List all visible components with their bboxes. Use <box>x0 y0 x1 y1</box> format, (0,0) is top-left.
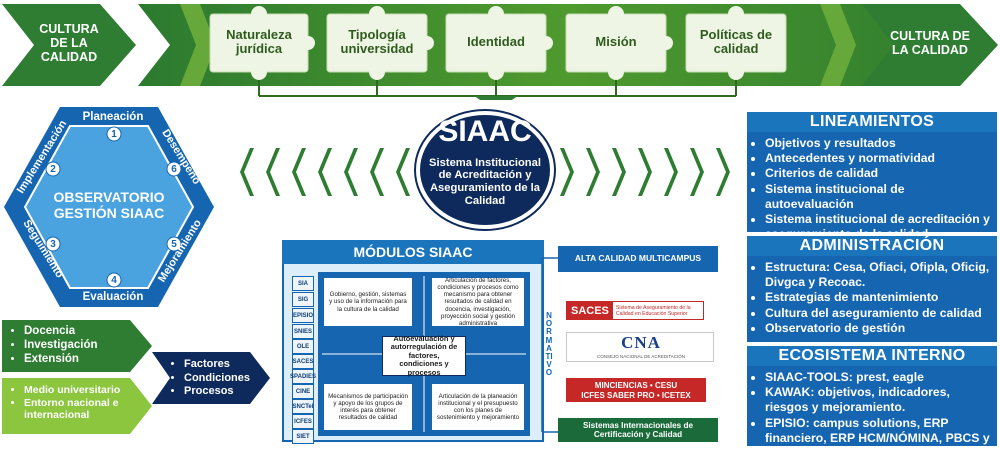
phase-planeacion: Planeación <box>82 111 144 123</box>
piece-naturaleza: Naturaleza jurídica <box>226 27 292 56</box>
medio-list: Medio universitario Entorno nacional e i… <box>10 384 140 436</box>
observatorio-title: OBSERVATORIO GESTIÓN SIAAC <box>53 189 165 221</box>
phase-num-4: 4 <box>111 274 117 286</box>
top-band-graphics <box>2 4 998 100</box>
ecosistema-item: EPISIO: campus solutions, ERP financiero… <box>765 416 991 461</box>
normativo-label: NORMATIVO <box>545 311 553 378</box>
sistemas-internacionales-box: Sistemas Internacionales de Certificació… <box>558 418 718 442</box>
cna-sub: CONSEJO NACIONAL DE ACREDITACIÓN <box>596 353 685 359</box>
administracion-item: Estructura: Cesa, Ofiaci, Ofipla, Oficig… <box>765 260 991 290</box>
quadrant-articulacion: Articulación de factores, condiciones y … <box>432 277 524 327</box>
modulos-title: MÓDULOS SIAAC <box>282 240 544 264</box>
ecosistema-body: SIAAC-TOOLS: prest, eagle KAWAK: objetiv… <box>747 366 997 460</box>
piece-tipologia: Tipología universidad <box>340 27 414 56</box>
siaac-title: SIAAC <box>438 115 532 148</box>
administracion-item: Estrategias de mantenimiento <box>765 290 991 305</box>
lineamientos-item: Antecedentes y normatividad <box>765 151 991 166</box>
siaac-graphics <box>240 109 730 231</box>
factores-list: Factores Condiciones Procesos <box>170 358 260 404</box>
lineamientos-title: LINEAMIENTOS <box>747 112 997 132</box>
observatorio-hexagon <box>4 107 214 307</box>
tag-sia: SIA <box>292 276 314 291</box>
quadrant-gobierno: Gobierno, gestión, sistemas y uso de la … <box>324 278 412 326</box>
administracion-body: Estructura: Cesa, Ofiaci, Ofipla, Oficig… <box>747 256 997 342</box>
tag-saces: SACES <box>292 354 314 369</box>
phase-num-2: 2 <box>50 163 56 175</box>
piece-identidad: Identidad <box>467 34 525 49</box>
funciones-list: Docencia Investigación Extensión <box>10 324 150 370</box>
tag-spadies: SPADIES <box>290 369 316 384</box>
right-chevron <box>862 4 996 86</box>
lineamientos-body: Objetivos y resultados Antecedentes y no… <box>747 132 997 241</box>
funcion-item: Docencia <box>24 324 150 338</box>
funcion-item: Extensión <box>24 352 150 366</box>
phase-num-3: 3 <box>50 238 56 250</box>
quadrant-participacion: Mecanismos de participación y apoyo de l… <box>324 384 412 430</box>
administracion-title: ADMINISTRACIÓN <box>747 236 997 256</box>
saces-logo: SACES <box>567 302 613 319</box>
quadrant-planeacion: Articulación de la planeación institucio… <box>432 384 524 430</box>
ecosistema-item: KAWAK: objetivos, indicadores, riesgos y… <box>765 385 991 415</box>
factor-item: Factores <box>184 358 260 372</box>
left-chevron <box>2 4 136 86</box>
tag-cine: CINE <box>292 384 314 399</box>
ecosistema-title: ECOSISTEMA INTERNO <box>747 346 997 366</box>
factor-item: Condiciones <box>184 372 260 386</box>
tag-ole: OLE <box>292 339 314 354</box>
siaac-subtitle: Sistema Institucional de Acreditación y … <box>429 156 541 207</box>
medio-item: Medio universitario <box>24 384 140 397</box>
external-bracket <box>541 254 566 436</box>
modulos-center: Autoevaluación y autorregulación de fact… <box>382 334 466 377</box>
puzzle-pieces <box>209 6 787 80</box>
cna-logo: CNA <box>621 333 661 352</box>
funcion-item: Investigación <box>24 338 150 352</box>
medio-item: Entorno nacional e internacional <box>24 397 140 422</box>
phase-num-6: 6 <box>171 163 177 175</box>
minciencias-line2: ICFES SABER PRO • ICETEX <box>581 390 691 400</box>
lineamientos-item: Criterios de calidad <box>765 166 991 181</box>
piece-politicas: Políticas de calidad <box>699 27 773 56</box>
left-culture-label: CULTURA DE LA CALIDAD <box>39 22 99 64</box>
phase-num-1: 1 <box>111 128 117 140</box>
module-tags: SIA SIG EPISIO SNIES OLE SACES SPADIES C… <box>290 276 316 444</box>
saces-box: SACES Sistema de Aseguramiento de la Cal… <box>566 301 704 320</box>
down-arrow <box>474 96 518 100</box>
minciencias-box: MINCIENCIAS • CESU ICFES SABER PRO • ICE… <box>566 378 706 402</box>
tag-sig: SIG <box>292 292 314 307</box>
piece-mision: Misión <box>595 34 637 49</box>
tag-episio: EPISIO <box>292 308 314 323</box>
alta-calidad-box: ALTA CALIDAD MULTICAMPUS <box>558 246 718 272</box>
tag-snies: SNIES <box>292 324 314 339</box>
right-culture-label: CULTURA DE LA CALIDAD <box>890 29 970 57</box>
lineamientos-item: Sistema institucional de autoevaluación <box>765 182 991 212</box>
minciencias-line1: MINCIENCIAS • CESU <box>594 380 678 390</box>
cna-box: CNA CONSEJO NACIONAL DE ACREDITACIÓN <box>566 332 714 362</box>
administracion-item: Observatorio de gestión <box>765 321 991 336</box>
tag-siet: SIET <box>292 429 314 444</box>
tag-icfes: ICFES <box>292 414 314 429</box>
administracion-item: Cultura del aseguramiento de calidad <box>765 306 991 321</box>
saces-text: Sistema de Aseguramiento de la Calidad e… <box>615 304 691 317</box>
tag-snctei: SNCTel <box>292 399 314 414</box>
lineamientos-item: Objetivos y resultados <box>765 136 991 151</box>
factor-item: Procesos <box>184 385 260 399</box>
phase-evaluacion: Evaluación <box>82 291 144 303</box>
ecosistema-item: SIAAC-TOOLS: prest, eagle <box>765 370 991 385</box>
phase-num-5: 5 <box>171 238 177 250</box>
bottom-left-arrows <box>2 320 270 434</box>
